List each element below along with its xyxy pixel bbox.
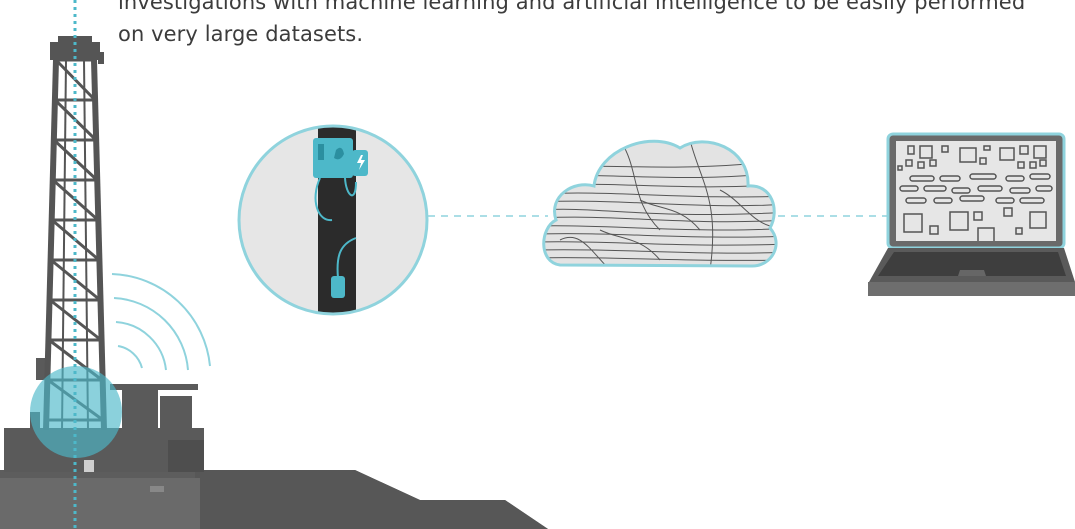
intro-paragraph: investigations with machine learning and…: [118, 0, 1075, 50]
sensor-location-highlight: [30, 366, 122, 458]
wireless-signal-icon: [111, 273, 211, 371]
sensor-device-icon: [313, 138, 368, 298]
ground-platform: [0, 470, 548, 529]
laptop-icon: [868, 132, 1075, 296]
intro-paragraph-line-1: investigations with machine learning and…: [118, 0, 1026, 14]
intro-paragraph-line-2: on very large datasets.: [118, 22, 364, 46]
sensor-detail-circle: [237, 124, 429, 316]
cloud-data-icon: [542, 139, 778, 268]
